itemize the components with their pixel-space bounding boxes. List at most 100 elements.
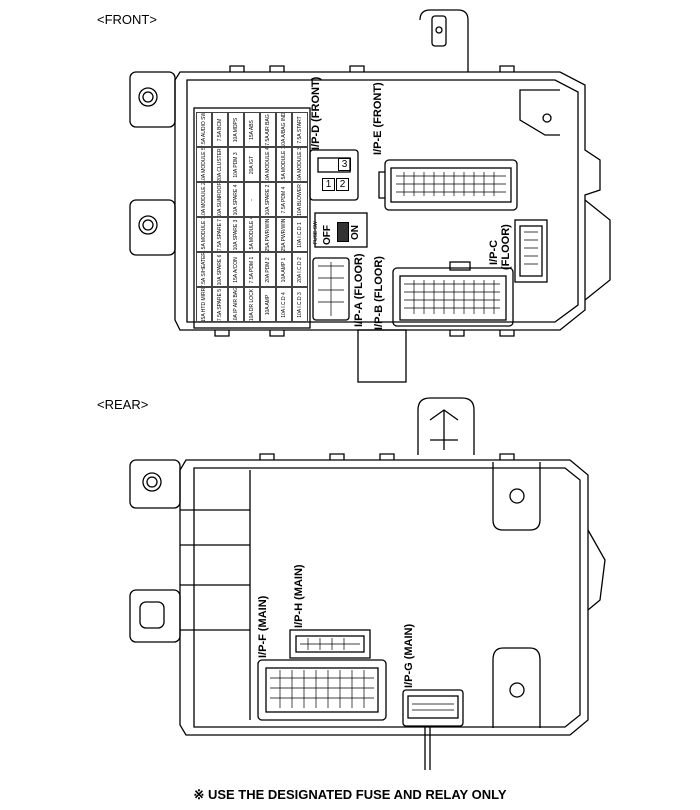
rear-housing [129, 397, 606, 770]
relay-pin-2: 2 [336, 178, 349, 191]
fuse-cell: 25A PWR/WIN [276, 217, 292, 252]
fuse-cell-label: 7.5A S/HEATER [201, 252, 207, 287]
fuse-cell-label: 10A DR LOCK [249, 288, 255, 321]
fuse-cell: 10A BLOWER [292, 182, 308, 217]
fuse-cell: 10A AMP 1 [276, 252, 292, 287]
fuse-cell: 25A PWR/WIN [260, 217, 276, 252]
fuse-cell: 10A MODULE 5 [196, 147, 212, 182]
front-housing [129, 9, 611, 383]
fuse-cell: 7.5A BCM [212, 112, 228, 147]
fuse-switch-title: FUSE SW [313, 221, 319, 244]
fuse-cell-label: 15A HTD MIRR [201, 287, 207, 322]
fuse-cell-label: - [249, 198, 255, 201]
fuse-cell: 10A SPARE 2 [260, 182, 276, 217]
fuse-cell-label: 7.5A AUDIO SW [201, 112, 207, 147]
fuse-cell-label: 20A CLUSTER [217, 147, 223, 182]
fuse-cell-label: 20A IGT [249, 155, 255, 174]
fuse-cell-label: 10A PDM 3 [233, 151, 239, 178]
fuse-cell-label: 7.5A MODULE 4 [249, 217, 255, 252]
fuse-cell-label: 10A BLOWER [297, 183, 303, 216]
fuse-switch-off: OFF [322, 225, 333, 245]
fuse-cell-label: 7.5A SPARE 5 [217, 288, 223, 321]
fuse-cell: 10A SPARE 3 [228, 217, 244, 252]
ip-h-label: I/P-H (MAIN) [293, 564, 305, 628]
fuse-cell-label: 10A SPARE 4 [233, 184, 239, 215]
ip-f-label: I/P-F (MAIN) [257, 595, 269, 658]
ip-e-label: I/P-E (FRONT) [372, 82, 384, 155]
rear-view-label: <REAR> [97, 397, 149, 412]
fuse-cell: 10A DR LOCK [244, 287, 260, 322]
fuse-cell: 10A A/BAG IND [276, 112, 292, 147]
fuse-cell-label: 10A SUNROOF [217, 182, 223, 217]
fuse-cell: 10A MODULE 2 [196, 182, 212, 217]
fuse-cell-label: 10A A/BAG IND [281, 112, 287, 147]
fuse-cell-label: 10A MDPS [233, 117, 239, 142]
fuse-cell-label: 7.5A MODULE 1 [281, 147, 287, 182]
fuse-cell: 7.5A MODULE 1 [276, 147, 292, 182]
fuse-cell: 10A AMP [260, 287, 276, 322]
fuse-cell: 7.5A SPARE 5 [212, 287, 228, 322]
fuse-cell: 10A IP AIR BAG [228, 287, 244, 322]
fuse-cell: 20A PDM 2 [260, 252, 276, 287]
fuse-cell: 7.5A SPARE 7 [212, 217, 228, 252]
fuse-cell-label: 10A I.C.D 3 [297, 291, 303, 318]
fuse-cell: 20A IGT [244, 147, 260, 182]
fuse-switch-on: ON [350, 225, 361, 240]
fuse-cell-label: 7.5A PDM 1 [249, 256, 255, 283]
front-connector-pins [318, 172, 538, 316]
fuse-cell: - [244, 182, 260, 217]
fuse-cell-label: 10A I.C.D 1 [297, 221, 303, 248]
ip-b-label: I/P-B (FLOOR) [373, 256, 385, 330]
fuse-cell-label: 10A MODULE 4 [265, 147, 271, 182]
fuse-cell-label: 10A SPARE 3 [233, 219, 239, 250]
ip-c-label-line1: I/P-C [488, 239, 500, 265]
fuse-switch-toggle[interactable] [337, 222, 349, 242]
fuse-cell: 10A I.C.D 4 [276, 287, 292, 322]
fuse-cell: 20A CLUSTER [212, 147, 228, 182]
fuse-cell-label: 7.5A MODULE 7 [201, 217, 207, 252]
front-view-label: <FRONT> [97, 12, 157, 27]
fuse-cell-label: 7.5A BCM [217, 118, 223, 141]
fuse-cell: 10A MODULE 4 [260, 147, 276, 182]
fuse-cell-label: 7.5A SPARE 7 [217, 218, 223, 251]
fuse-cell: 15A ABS [244, 112, 260, 147]
fuse-cell: 7.5A AUDIO SW [196, 112, 212, 147]
fuse-cell: 7.5A AIR BAG [260, 112, 276, 147]
fuse-cell: 10A MODULE 3 [292, 147, 308, 182]
ip-a-label: I/P-A (FLOOR) [353, 253, 365, 327]
fuse-cell-label: 10A SPARE 6 [217, 254, 223, 285]
fuse-cell: 15A A/CON [228, 252, 244, 287]
fuse-cell-label: 7.5A AIR BAG [265, 113, 271, 146]
fuse-cell: 7.5A MODULE 4 [244, 217, 260, 252]
fuse-cell: 10A SUNROOF [212, 182, 228, 217]
fuse-cell-label: 10A SPARE 2 [265, 184, 271, 215]
fuse-cell-label: 25A PWR/WIN [281, 218, 287, 251]
fuse-cell-label: 10A AMP 1 [281, 257, 287, 282]
fuse-cell: 10A I.C.D 1 [292, 217, 308, 252]
fuse-cell: 20A I.C.D 2 [292, 252, 308, 287]
fuse-cell: 7.5A PDM 4 [276, 182, 292, 217]
fuse-cell-label: 10A MODULE 2 [201, 182, 207, 217]
fuse-cell-label: 20A I.C.D 2 [297, 256, 303, 283]
fuse-cell: 7.5A START [292, 112, 308, 147]
fuse-cell-label: 10A AMP [265, 294, 271, 315]
fuse-cell: 7.5A MODULE 7 [196, 217, 212, 252]
fuse-cell-label: 20A PDM 2 [265, 256, 271, 283]
relay-pin-1: 1 [322, 178, 335, 191]
fuse-cell-label: 10A MODULE 3 [297, 147, 303, 182]
fuse-cell-label: 7.5A PDM 4 [281, 186, 287, 213]
fuse-cell: 7.5A PDM 1 [244, 252, 260, 287]
fuse-cell-label: 10A IP AIR BAG [233, 287, 239, 322]
fuse-cell: 10A PDM 3 [228, 147, 244, 182]
ip-d-label: I/P-D (FRONT) [310, 76, 322, 150]
relay-pin-3: 3 [338, 158, 351, 171]
ip-g-label: I/P-G (MAIN) [403, 623, 415, 688]
rear-connector-pins [270, 638, 454, 711]
fuse-cell: 7.5A S/HEATER [196, 252, 212, 287]
fuse-cell-label: 7.5A START [297, 115, 303, 144]
fuse-cell: 10A I.C.D 3 [292, 287, 308, 322]
fuse-cell-label: 25A PWR/WIN [265, 218, 271, 251]
fuse-cell-label: 15A ABS [249, 119, 255, 140]
